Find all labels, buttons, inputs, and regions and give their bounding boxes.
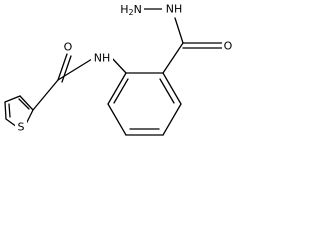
bond-c4-c5-double <box>8 103 11 118</box>
bond-carbonyl-nitrogen <box>57 58 93 81</box>
bond-c2-c3 <box>19 95 34 111</box>
hydrazide-oxygen-label: O <box>224 40 233 53</box>
terminal-amine-label: H2N <box>120 3 142 17</box>
bond-carbonyl-oxygen <box>57 53 68 81</box>
bond-c2-c3-double <box>18 98 30 110</box>
hydrazide-nitrogen-label: NH <box>166 3 183 16</box>
bond-benzene-hydrazide-carbon <box>162 42 184 74</box>
bond-c4-c5 <box>4 101 7 120</box>
bond-hydrazide-carbon-nitrogen <box>174 17 184 44</box>
chemical-structure: S O NH H2N NH O <box>0 0 240 150</box>
bond-b2-b3-inner <box>159 78 175 104</box>
amide-carbonyl <box>32 53 93 111</box>
terminal-amine-subscript: 2 <box>128 8 133 17</box>
amide-oxygen-label: O <box>64 41 73 54</box>
bond-b3-b4 <box>162 103 182 136</box>
thiophene-ring <box>4 95 34 128</box>
hydrazide-carbonyl <box>143 8 223 74</box>
bond-b2-b3 <box>162 72 182 105</box>
bond-thiophene-carbonyl <box>32 79 59 111</box>
bond-b6-b1-inner <box>113 78 129 104</box>
bond-c3-c4 <box>4 95 21 103</box>
bond-b6-b1 <box>107 72 127 105</box>
bond-nitrogen-benzene <box>110 56 127 74</box>
terminal-amine-nitrogen: N <box>134 3 142 16</box>
bond-carbonyl-oxygen-double <box>61 55 72 83</box>
amide-nitrogen-label: NH <box>94 52 111 65</box>
sulfur-atom-label: S <box>18 121 25 134</box>
terminal-amine-hydrogen: H <box>120 3 128 16</box>
structure-drawing: S O NH H2N NH O <box>4 2 234 136</box>
benzene-ring <box>107 72 182 136</box>
bond-b5-b6 <box>107 103 127 136</box>
